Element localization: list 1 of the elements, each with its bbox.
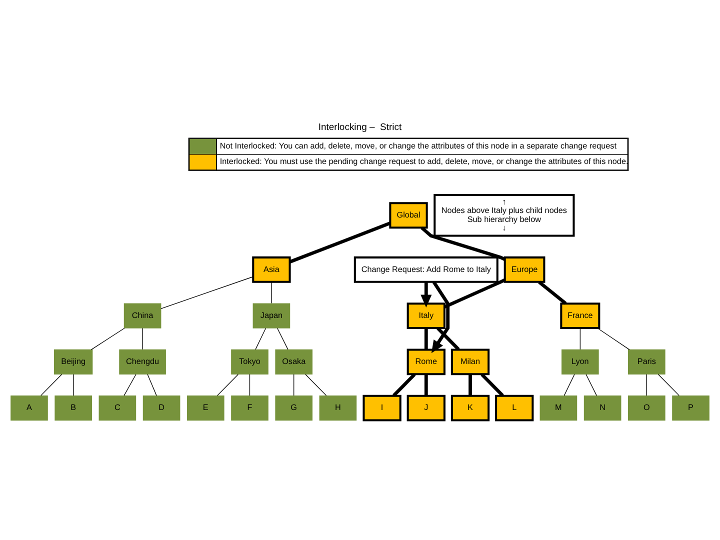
diagram-title: Interlocking – Strict (318, 122, 402, 134)
